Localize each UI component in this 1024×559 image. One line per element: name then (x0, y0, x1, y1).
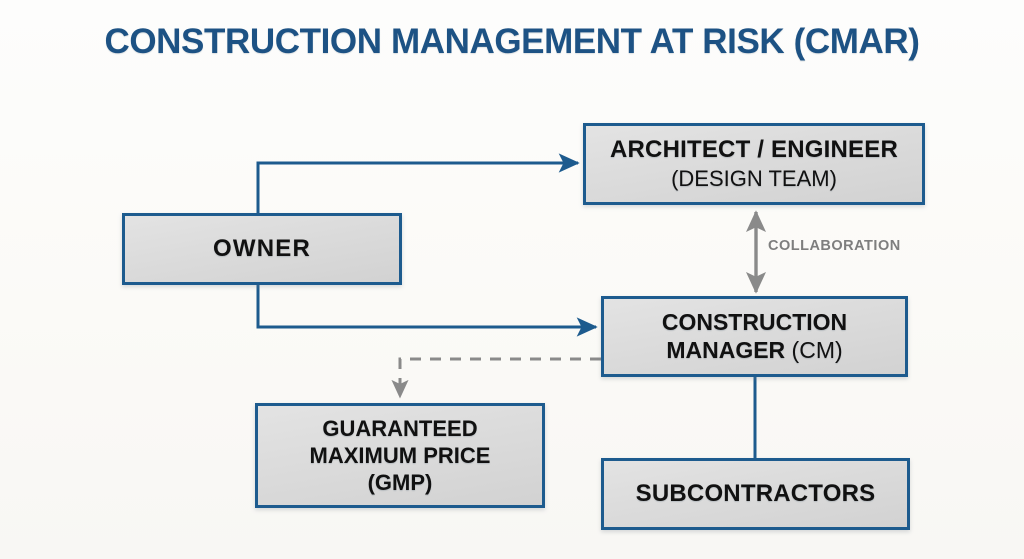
node-gmp-line-2: MAXIMUM PRICE (309, 442, 491, 468)
node-architect-engineer[interactable]: ARCHITECT / ENGINEER (DESIGN TEAM) (583, 123, 925, 205)
edge-owner-to-construction-manager (256, 285, 598, 337)
node-construction-manager[interactable]: CONSTRUCTION MANAGER (CM) (601, 296, 908, 377)
node-architect-engineer-title: ARCHITECT / ENGINEER (609, 136, 898, 163)
node-guaranteed-maximum-price[interactable]: GUARANTEED MAXIMUM PRICE (GMP) (255, 403, 545, 508)
node-owner-title: OWNER (213, 235, 311, 262)
node-construction-manager-subtitle: MANAGER (CM) (666, 337, 842, 364)
node-subcontractors-title: SUBCONTRACTORS (635, 480, 876, 507)
node-owner[interactable]: OWNER (122, 213, 402, 285)
node-construction-manager-title: CONSTRUCTION (661, 309, 848, 335)
page-title: CONSTRUCTION MANAGEMENT AT RISK (CMAR) (104, 22, 920, 61)
node-gmp-line-1: GUARANTEED (322, 415, 478, 441)
node-construction-manager-abbreviation: (CM) (785, 337, 843, 363)
node-gmp-line-3: (GMP) (367, 470, 433, 496)
edge-owner-to-architect (256, 153, 580, 213)
node-architect-engineer-subtitle: (DESIGN TEAM) (671, 166, 837, 191)
node-construction-manager-subtitle-main: MANAGER (666, 337, 786, 363)
node-subcontractors[interactable]: SUBCONTRACTORS (601, 458, 910, 530)
edge-cm-to-gmp (391, 357, 601, 399)
collaboration-label: COLLABORATION (768, 238, 901, 254)
